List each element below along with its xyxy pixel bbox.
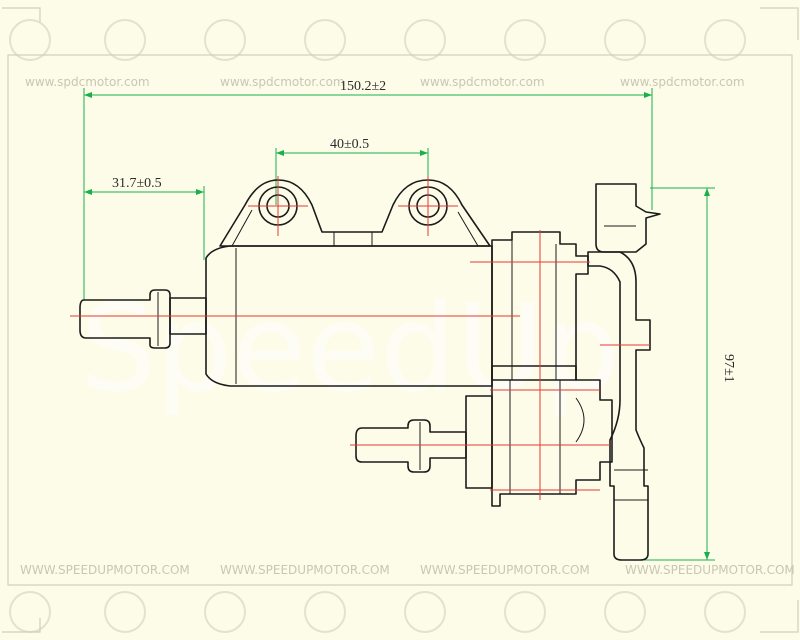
watermark-center-logo: SpeedUp xyxy=(80,280,620,419)
watermark-layer: www.spdcmotor.com www.spdcmotor.com www.… xyxy=(9,19,795,633)
dim-label-overall-length: 150.2±2 xyxy=(340,79,386,94)
return-tube-rings xyxy=(614,469,648,501)
watermark-url-bottom-3: WWW.SPEEDUPMOTOR.COM xyxy=(420,563,590,577)
dim-label-inlet-offset: 31.7±0.5 xyxy=(112,176,162,191)
watermark-url-bottom-4: WWW.SPEEDUPMOTOR.COM xyxy=(625,563,795,577)
dim-label-mount-spacing: 40±0.5 xyxy=(330,137,369,152)
watermark-logo-row-top xyxy=(9,19,746,61)
electrical-connector xyxy=(595,183,661,253)
bracket-edges xyxy=(231,209,479,247)
lower-assembly xyxy=(491,365,613,507)
watermark-url-bottom-1: WWW.SPEEDUPMOTOR.COM xyxy=(20,563,190,577)
dimension-lines xyxy=(83,88,715,561)
lower-assembly-lines xyxy=(509,380,585,494)
watermark-url-bottom-2: WWW.SPEEDUPMOTOR.COM xyxy=(220,563,390,577)
watermark-url-top-1: www.spdcmotor.com xyxy=(25,75,150,89)
mounting-bracket xyxy=(219,179,491,247)
watermark-logo-row-bottom xyxy=(9,591,746,633)
watermark-url-top-3: www.spdcmotor.com xyxy=(420,75,545,89)
inlet-pipe xyxy=(79,289,171,349)
watermark-url-top-2: www.spdcmotor.com xyxy=(220,75,345,89)
center-lines xyxy=(70,176,650,500)
dim-label-height: 97±1 xyxy=(721,354,736,383)
outlet-pipe xyxy=(355,419,467,473)
watermark-url-top-4: www.spdcmotor.com xyxy=(620,75,745,89)
return-tube xyxy=(587,251,651,561)
drawing-frame xyxy=(2,7,799,633)
